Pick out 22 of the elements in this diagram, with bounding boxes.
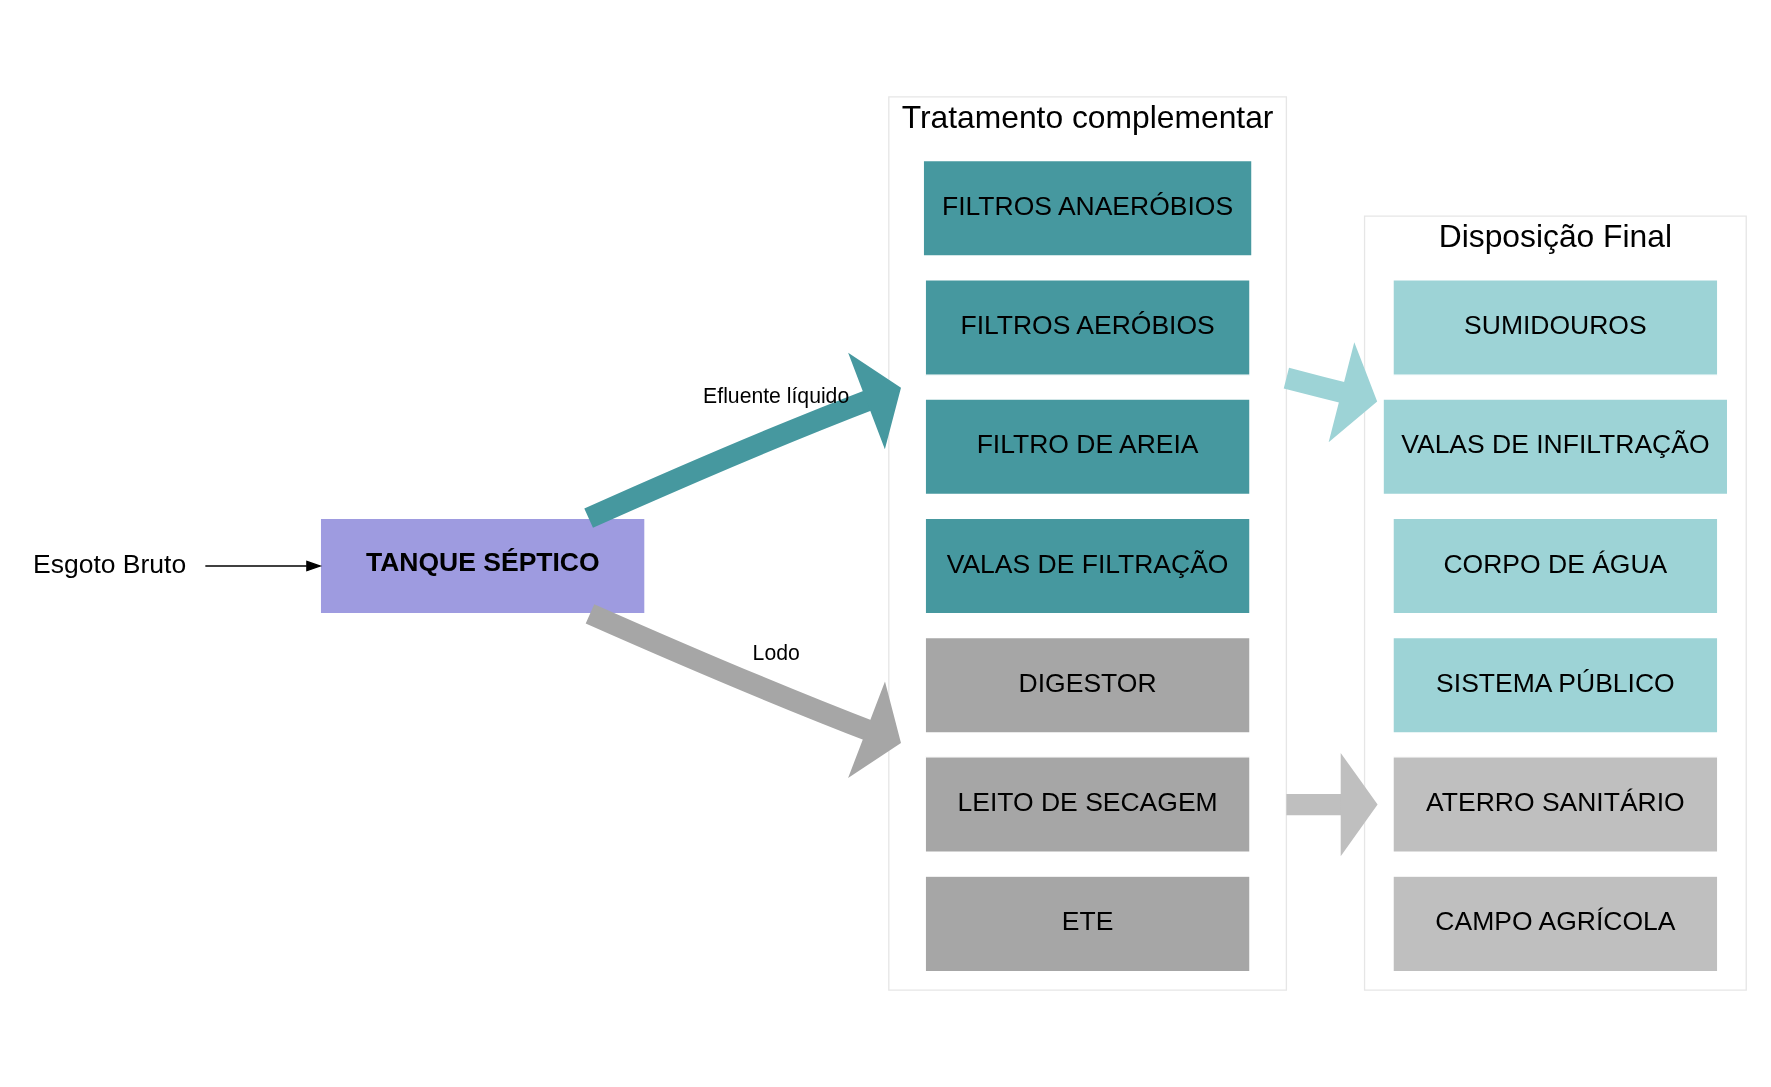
node-box: SUMIDOUROS: [1392, 279, 1719, 376]
arrow: [1283, 342, 1378, 443]
node-box: FILTROS ANAERÓBIOS: [922, 159, 1253, 257]
node-box: DIGESTOR: [924, 636, 1251, 734]
arrow: [584, 352, 901, 528]
node-box: LEITO DE SECAGEM: [924, 756, 1251, 853]
node-box: CAMPO AGRÍCOLA: [1392, 875, 1719, 973]
arrow: [585, 604, 901, 779]
node-box: ATERRO SANITÁRIO: [1392, 756, 1719, 853]
node-box: TANQUE SÉPTICO: [319, 517, 646, 615]
node-box: CORPO DE ÁGUA: [1392, 517, 1719, 615]
arrow: [204, 560, 323, 572]
node-box: FILTROS AERÓBIOS: [924, 279, 1251, 376]
arrow: [1286, 752, 1378, 857]
node-text: Esgoto Bruto: [32, 548, 187, 579]
node-box: ETE: [924, 875, 1251, 973]
edge-label: Lodo: [752, 640, 800, 664]
node-box: SISTEMA PÚBLICO: [1392, 636, 1719, 734]
node-box: VALAS DE FILTRAÇÃO: [924, 517, 1251, 615]
node-box: VALAS DE INFILTRAÇÃO: [1382, 398, 1729, 496]
edge-label: Efluente líquido: [703, 383, 850, 407]
node-box: FILTRO DE AREIA: [924, 398, 1251, 496]
